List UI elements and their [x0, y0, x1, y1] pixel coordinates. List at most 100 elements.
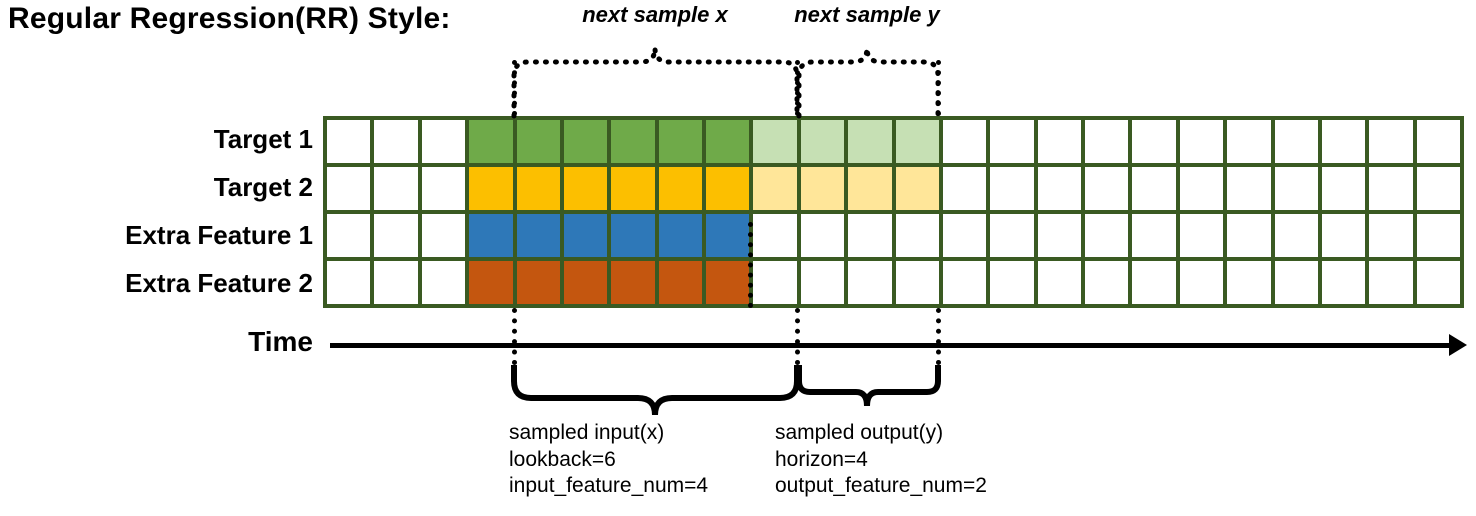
grid-cell [1132, 214, 1176, 257]
grid-cell [1227, 214, 1271, 257]
grid-cell [1132, 261, 1176, 304]
guide-feature-block-right [748, 222, 753, 308]
grid-cell [1416, 261, 1460, 304]
grid-cell [1227, 261, 1271, 304]
grid-cell [1037, 261, 1081, 304]
grid-cell [563, 261, 608, 304]
grid-cell [1179, 120, 1224, 163]
guide-input-start-bottom [512, 308, 517, 365]
grid-cell [516, 261, 560, 304]
grid-cell [469, 167, 513, 210]
brace-bottom-input [511, 365, 800, 416]
grid-cell [706, 214, 750, 257]
caption-output-horizon: horizon=4 [775, 447, 868, 471]
grid-cell [942, 261, 987, 304]
grid-cell [990, 120, 1034, 163]
grid-cell [658, 167, 702, 210]
grid-cell [1369, 167, 1413, 210]
grid-cell [895, 167, 939, 210]
time-axis-line [330, 343, 1456, 348]
caption-input-title: sampled input(x) [509, 421, 665, 444]
guide-input-end-top [795, 60, 800, 116]
grid-cell [706, 167, 750, 210]
guide-output-end-top [936, 60, 941, 116]
annotation-next-sample-x: next sample x [582, 2, 728, 27]
grid-cell [374, 120, 418, 163]
grid-cell [611, 120, 655, 163]
grid-cell [1085, 167, 1129, 210]
grid-cell [1274, 214, 1318, 257]
caption-output-title: sampled output(y) [775, 421, 944, 444]
grid-cell [800, 261, 845, 304]
guide-input-end-bottom [795, 308, 800, 365]
grid-cell [563, 120, 608, 163]
grid-cell [1274, 120, 1318, 163]
grid-cell [800, 167, 845, 210]
caption-output-features: output_feature_num=2 [775, 474, 987, 498]
grid-cell [374, 261, 418, 304]
grid-cell [1369, 214, 1413, 257]
grid-cell [1369, 120, 1413, 163]
grid-cell [753, 214, 797, 257]
grid-cell [753, 261, 797, 304]
row-label-target-1: Target 1 [213, 124, 313, 154]
grid-cell [1274, 167, 1318, 210]
row-label-target-2: Target 2 [213, 172, 313, 202]
grid-cell [706, 261, 750, 304]
grid-cell [421, 167, 466, 210]
grid-cell [990, 167, 1034, 210]
grid-cell [421, 261, 466, 304]
grid-cell [327, 167, 371, 210]
grid-cell [1037, 214, 1081, 257]
row-label-extra-feature-1: Extra Feature 1 [125, 220, 313, 250]
grid-cell [1179, 214, 1224, 257]
grid-cell [848, 167, 892, 210]
grid-cell [421, 120, 466, 163]
grid-cell [942, 120, 987, 163]
grid-cell [800, 120, 845, 163]
time-axis-label: Time [248, 326, 313, 357]
grid-cell [611, 167, 655, 210]
grid-cell [1179, 261, 1224, 304]
guide-input-start-top [512, 60, 517, 116]
grid-cell [895, 214, 939, 257]
grid-cell [611, 261, 655, 304]
grid-cell [848, 214, 892, 257]
grid-cell [1085, 120, 1129, 163]
grid-cell [848, 120, 892, 163]
annotation-next-sample-y: next sample y [794, 2, 940, 27]
grid-cell [1085, 261, 1129, 304]
grid-cell [1037, 167, 1081, 210]
grid-cell [563, 167, 608, 210]
grid-cell [1227, 120, 1271, 163]
grid-cell [895, 261, 939, 304]
guide-output-end-bottom [936, 308, 941, 365]
grid-cell [516, 167, 560, 210]
grid-cell [1227, 167, 1271, 210]
caption-sampled-input: sampled input(x) lookback=6 input_featur… [509, 420, 708, 500]
grid-cell [706, 120, 750, 163]
brace-bottom-output [796, 365, 941, 407]
grid-cell [942, 214, 987, 257]
brace-top-output [796, 47, 941, 119]
grid-cell [1369, 261, 1413, 304]
grid-cell [469, 214, 513, 257]
grid-cell [1321, 120, 1366, 163]
grid-cell [327, 214, 371, 257]
grid-cell [658, 261, 702, 304]
brace-top-input [511, 47, 800, 119]
grid-cell [800, 214, 845, 257]
grid-cell [658, 214, 702, 257]
grid-cell [611, 214, 655, 257]
grid-cell [1416, 120, 1460, 163]
grid-cell [848, 261, 892, 304]
caption-sampled-output: sampled output(y) horizon=4 output_featu… [775, 420, 987, 500]
grid-cell [469, 261, 513, 304]
timeline-grid [323, 116, 1464, 308]
grid-cell [1321, 167, 1366, 210]
grid-cell [327, 120, 371, 163]
page-title: Regular Regression(RR) Style: [8, 2, 451, 35]
grid-cell [942, 167, 987, 210]
grid-cell [1179, 167, 1224, 210]
